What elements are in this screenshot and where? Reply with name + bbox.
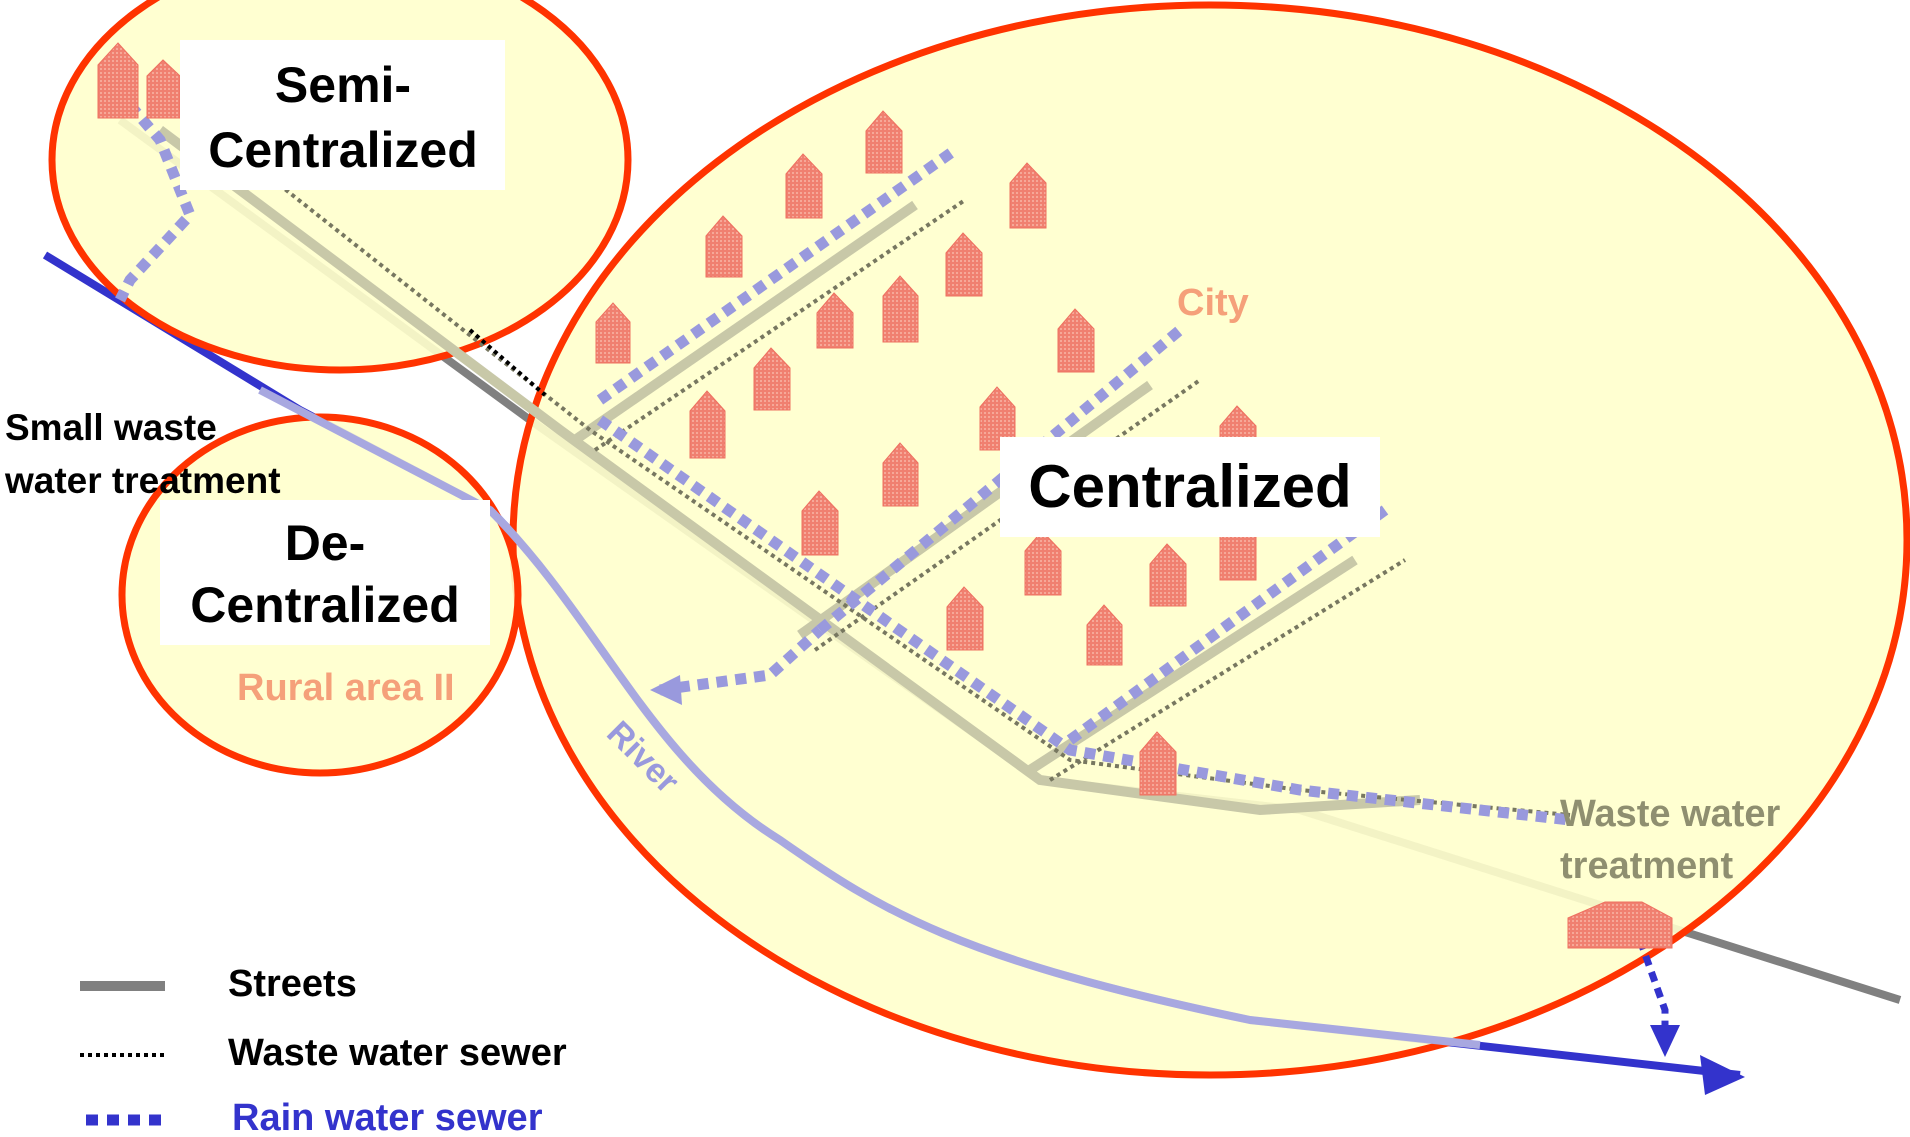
treatment-plant-icon (1567, 901, 1673, 949)
house-icon (1149, 543, 1187, 607)
house-icon (801, 490, 839, 556)
de-label-box (160, 500, 490, 645)
house-icon (753, 347, 791, 411)
house-icon (945, 232, 983, 297)
centralized-zone (509, 1, 1910, 1079)
house-icon (705, 215, 743, 278)
waste-water-treatment-label-1: Waste water (1560, 793, 1781, 835)
house-icon (1139, 731, 1177, 796)
house-icon (785, 153, 823, 219)
small-treatment-label-2: water treatment (4, 460, 281, 501)
house-icon (97, 42, 139, 119)
legend: Streets Waste water sewer Rain water sew… (80, 963, 567, 1137)
semi-label-box (180, 40, 505, 190)
house-icon (882, 275, 919, 343)
de-centralized-label-2: Centralized (190, 577, 460, 633)
house-icon (595, 302, 631, 364)
de-centralized-label-1: De- (285, 515, 366, 571)
legend-streets-label: Streets (228, 963, 357, 1005)
city-label: City (1177, 282, 1249, 324)
waste-sewer-dark-segment (468, 328, 547, 397)
rural-area-label: Rural area II (237, 667, 455, 709)
small-treatment-label-1: Small waste (5, 407, 217, 448)
legend-rain-label: Rain water sewer (232, 1097, 543, 1137)
house-icon (882, 442, 919, 507)
river-arrow-icon (1700, 1055, 1745, 1095)
centralized-label: Centralized (1028, 453, 1351, 520)
waste-water-treatment-label-2: treatment (1560, 845, 1733, 887)
treatment-outflow-arrow-icon (1650, 1025, 1680, 1057)
central-label-box (1000, 437, 1380, 537)
house-icon (689, 390, 726, 459)
house-icon (1009, 162, 1047, 229)
house-icon (816, 292, 854, 349)
rain-sewer-arrow-icon (650, 675, 682, 705)
house-icon (1086, 604, 1123, 666)
house-icon (865, 110, 903, 174)
semi-centralized-label-1: Semi- (275, 57, 411, 113)
house-icon (979, 386, 1016, 451)
legend-waste-label: Waste water sewer (228, 1032, 567, 1074)
river-inside (258, 386, 1481, 1049)
rain-water-sewers (115, 101, 1571, 826)
city-streets (157, 126, 1421, 816)
house-icon (946, 586, 984, 651)
semi-centralized-label-2: Centralized (208, 122, 478, 178)
treatment-outflow-line (1636, 938, 1669, 1030)
house-icon (1057, 308, 1095, 373)
